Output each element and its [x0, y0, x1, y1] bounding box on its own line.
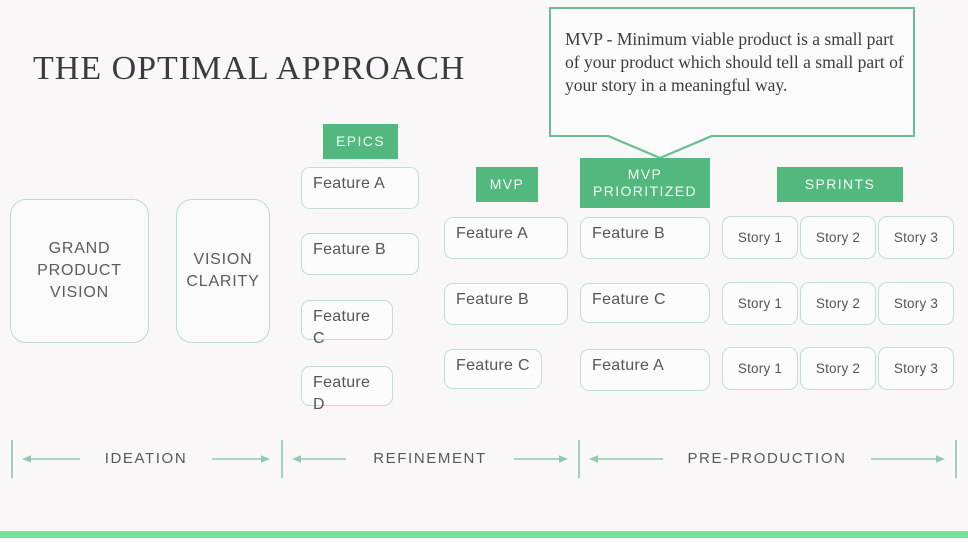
card-label: Story 3 — [893, 229, 939, 245]
column-header-mvp[interactable]: MVP — [476, 167, 538, 202]
card-story-r3c2[interactable]: Story 2 — [800, 347, 876, 390]
phase-divider-2 — [578, 440, 580, 478]
callout-box: MVP - Minimum viable product is a small … — [549, 7, 915, 137]
phase-label-refinement: REFINEMENT — [373, 450, 487, 467]
card-label: Feature A — [456, 225, 529, 242]
card-label: Feature B — [456, 291, 529, 308]
column-header-label: MVP — [489, 176, 525, 192]
phase-label-pre-production: PRE-PRODUCTION — [687, 450, 847, 467]
phase-divider-0 — [11, 440, 13, 478]
card-label: Story 2 — [815, 295, 861, 311]
card-label: Feature B — [313, 241, 386, 258]
card-story-r1c2[interactable]: Story 2 — [800, 216, 876, 259]
card-label: Feature C — [313, 308, 371, 347]
card-mvp-prioritized-1[interactable]: Feature B — [580, 217, 710, 259]
card-mvp-prioritized-2[interactable]: Feature C — [580, 283, 710, 323]
card-label: Feature C — [592, 291, 666, 308]
card-story-r1c1[interactable]: Story 1 — [722, 216, 798, 259]
card-story-r2c1[interactable]: Story 1 — [722, 282, 798, 325]
card-label: Story 2 — [815, 229, 861, 245]
column-header-mvp-prioritized[interactable]: MVP PRIORITIZED — [580, 158, 710, 208]
card-label: Story 3 — [893, 295, 939, 311]
column-header-sprints[interactable]: SPRINTS — [777, 167, 903, 202]
vision-box-label: GRAND PRODUCT VISION — [37, 240, 122, 301]
card-label: Feature A — [313, 175, 386, 192]
card-epics-2[interactable]: Feature B — [301, 233, 419, 275]
bottom-white-strip — [0, 538, 968, 542]
card-mvp-3[interactable]: Feature C — [444, 349, 542, 389]
card-epics-1[interactable]: Feature A — [301, 167, 419, 209]
card-label: Feature B — [592, 225, 665, 242]
card-epics-4[interactable]: Feature D — [301, 366, 393, 413]
card-label: Story 2 — [815, 360, 861, 376]
callout-tail-icon — [606, 134, 714, 160]
phase-divider-3 — [955, 440, 957, 478]
card-epics-3[interactable]: Feature C — [301, 300, 393, 347]
phase-label-ideation: IDEATION — [104, 450, 188, 467]
card-story-r1c3[interactable]: Story 3 — [878, 216, 954, 259]
card-label: Feature C — [456, 357, 530, 374]
column-header-label: SPRINTS — [804, 176, 876, 192]
column-header-label: EPICS — [335, 133, 385, 149]
vision-box-label: VISION CLARITY — [186, 251, 260, 290]
card-label: Story 1 — [737, 229, 783, 245]
vision-box-grand-product-vision[interactable]: GRAND PRODUCT VISION — [10, 199, 149, 343]
callout-text: MVP - Minimum viable product is a small … — [565, 29, 904, 95]
column-header-label: MVP PRIORITIZED — [592, 166, 698, 199]
card-mvp-1[interactable]: Feature A — [444, 217, 568, 259]
card-mvp-prioritized-3[interactable]: Feature A — [580, 349, 710, 391]
card-mvp-2[interactable]: Feature B — [444, 283, 568, 325]
card-label: Story 1 — [737, 295, 783, 311]
phase-divider-1 — [281, 440, 283, 478]
card-story-r3c3[interactable]: Story 3 — [878, 347, 954, 390]
vision-box-vision-clarity[interactable]: VISION CLARITY — [176, 199, 270, 343]
card-label: Feature A — [592, 357, 665, 374]
card-label: Feature D — [313, 374, 371, 413]
card-label: Story 1 — [737, 360, 783, 376]
card-story-r3c1[interactable]: Story 1 — [722, 347, 798, 390]
column-header-epics[interactable]: EPICS — [323, 124, 398, 159]
card-label: Story 3 — [893, 360, 939, 376]
card-story-r2c2[interactable]: Story 2 — [800, 282, 876, 325]
bottom-accent-bar — [0, 531, 968, 538]
card-story-r2c3[interactable]: Story 3 — [878, 282, 954, 325]
page-title: THE OPTIMAL APPROACH — [33, 50, 466, 87]
